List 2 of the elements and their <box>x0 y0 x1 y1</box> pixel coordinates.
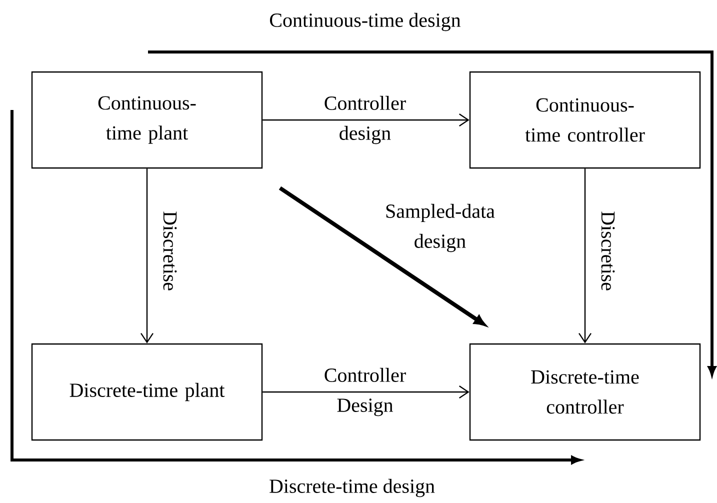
path-label: Discrete-time design <box>270 478 435 498</box>
path-label: Continuous-time design <box>270 12 461 32</box>
